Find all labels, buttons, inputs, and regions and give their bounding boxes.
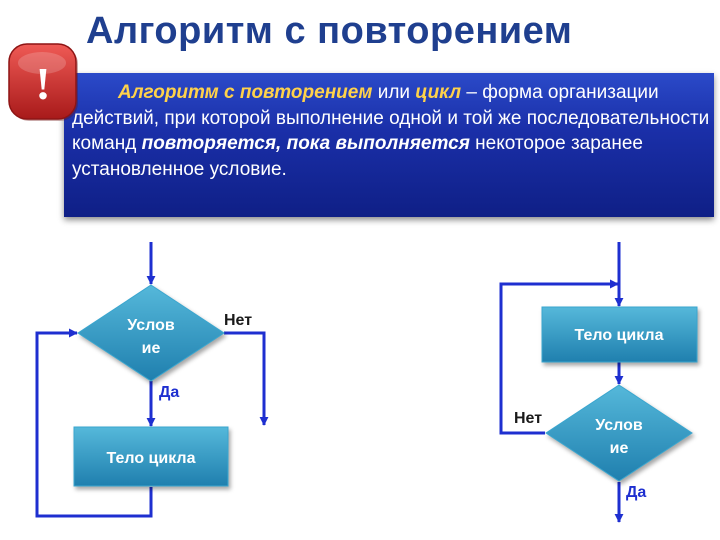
left-body-label: Тело цикла bbox=[107, 450, 196, 467]
left-body-box bbox=[73, 426, 229, 487]
right-body-label: Тело цикла bbox=[575, 327, 664, 344]
left-condition-line1: Услов bbox=[127, 317, 175, 334]
definition-emphasis: повторяется, пока выполняется bbox=[141, 133, 470, 154]
right-no-label: Нет bbox=[514, 410, 542, 427]
right-yes-label: Да bbox=[626, 484, 646, 501]
right-condition-line2: ие bbox=[610, 440, 629, 457]
definition-text: Алгоритм с повторением или цикл – форма … bbox=[72, 80, 712, 182]
definition-text2: некоторое заранее установленное условие. bbox=[72, 133, 643, 180]
right-body-box bbox=[541, 306, 698, 363]
right-flowchart bbox=[499, 242, 624, 523]
warning-badge: ! bbox=[8, 43, 78, 121]
no-exit-arrow bbox=[224, 331, 269, 426]
left-no-label: Нет bbox=[224, 312, 252, 329]
definition-text1: – форма организации действий, при которо… bbox=[72, 82, 710, 154]
definition-box bbox=[64, 73, 714, 217]
right-loop-back-arrow bbox=[499, 279, 619, 435]
right-condition-line1: Услов bbox=[595, 417, 643, 434]
exclamation-icon: ! bbox=[35, 58, 50, 109]
left-condition-line2: ие bbox=[142, 340, 161, 357]
left-yes-label: Да bbox=[159, 384, 179, 401]
loop-back-arrow bbox=[35, 328, 153, 518]
definition-term2: цикл bbox=[415, 82, 462, 103]
page-title: Алгоритм с повторением bbox=[86, 10, 573, 52]
definition-or: или bbox=[372, 82, 416, 103]
left-condition-diamond bbox=[77, 284, 225, 382]
right-condition-diamond bbox=[545, 384, 693, 482]
definition-term: Алгоритм с повторением bbox=[118, 82, 373, 103]
left-flowchart bbox=[35, 242, 269, 518]
